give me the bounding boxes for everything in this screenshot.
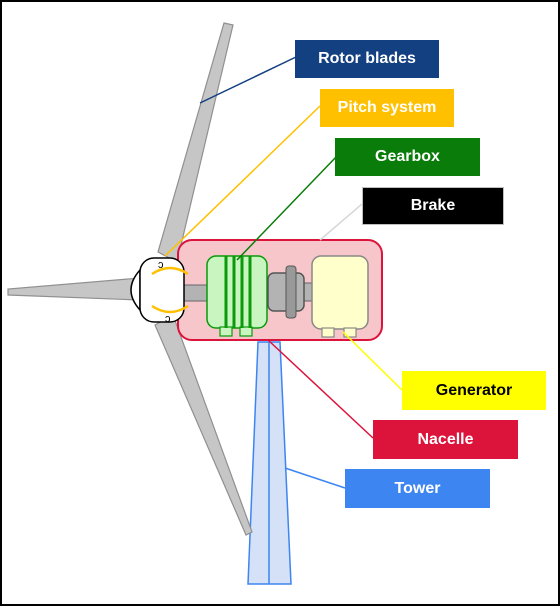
leader-tower <box>284 467 346 489</box>
label-generator: Generator <box>402 371 546 410</box>
pitch-mark-bottom: ↄ <box>165 313 171 325</box>
leader-generator <box>342 331 403 391</box>
label-rotor-blades: Rotor blades <box>295 40 439 78</box>
blade-lower <box>154 314 253 536</box>
label-nacelle: Nacelle <box>373 420 518 459</box>
blade-left <box>7 277 141 301</box>
leader-brake <box>319 203 363 241</box>
leader-rotor-blades <box>199 56 297 104</box>
generator-foot-left <box>321 327 335 338</box>
hub-body <box>139 257 185 323</box>
leader-nacelle <box>267 339 374 439</box>
label-brake: Brake <box>362 187 504 225</box>
leader-pitch-system <box>164 105 321 257</box>
pitch-arc-top <box>151 266 189 276</box>
gearbox-foot-right <box>239 326 253 337</box>
label-tower: Tower <box>345 469 490 508</box>
gearbox-body <box>206 255 268 329</box>
leader-gearbox <box>236 155 338 261</box>
pitch-arc-bottom <box>151 304 189 314</box>
label-gearbox: Gearbox <box>335 138 480 176</box>
gearbox-foot-left <box>219 326 233 337</box>
label-pitch-system: Pitch system <box>320 89 454 127</box>
generator-body <box>311 255 369 330</box>
brake-caliper <box>285 265 297 319</box>
hub-cone <box>130 268 141 312</box>
pitch-mark-top: ↄ <box>158 259 164 271</box>
tower-outline <box>247 341 292 585</box>
